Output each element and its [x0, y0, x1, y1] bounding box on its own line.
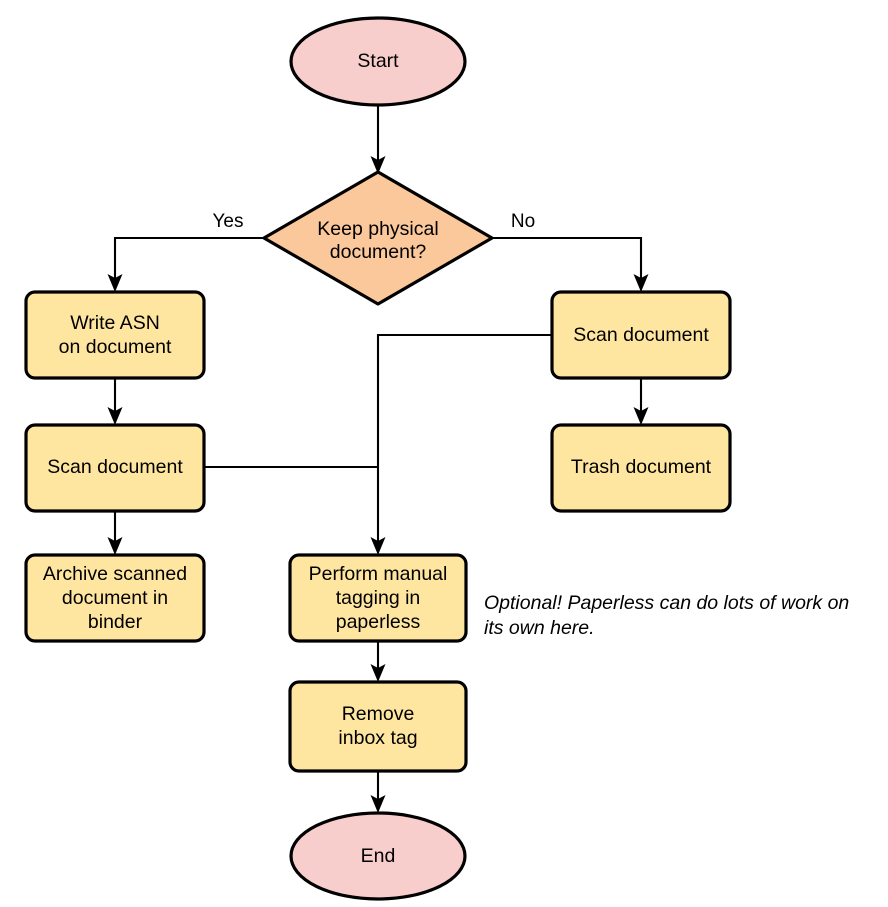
node-manual-tagging-label-line2: tagging in	[336, 587, 421, 609]
edge-manual-tagging-to-remove-inbox	[370, 642, 386, 682]
node-start-label: Start	[357, 50, 399, 72]
node-end-label: End	[361, 845, 396, 867]
edge-scan-right-to-trash	[633, 378, 649, 425]
note-line-2: its own here.	[484, 617, 595, 639]
edge-start-to-decision	[370, 105, 386, 174]
process-shape	[288, 680, 468, 773]
node-decision-label-line1: Keep physical	[317, 218, 438, 240]
note-line-1: Optional! Paperless can do lots of work …	[484, 592, 849, 614]
node-decision-label-line2: document?	[330, 241, 427, 263]
node-write-asn-on-document[interactable]: Write ASN on document	[24, 290, 206, 380]
node-remove-inbox-label-line1: Remove	[342, 703, 415, 725]
edge-label-yes: Yes	[213, 211, 244, 232]
note-optional-paperless: Optional! Paperless can do lots of work …	[484, 592, 849, 639]
arrowhead-icon	[370, 156, 386, 174]
node-end[interactable]: End	[289, 811, 467, 901]
arrowhead-icon	[633, 274, 649, 292]
edge-label-no: No	[511, 211, 535, 232]
process-shape	[24, 553, 206, 643]
decision-shape	[262, 170, 494, 306]
node-perform-manual-tagging[interactable]: Perform manual tagging in paperless	[288, 553, 468, 643]
arrowhead-icon	[107, 537, 123, 555]
arrowhead-icon	[370, 537, 386, 555]
process-shape	[550, 290, 732, 380]
node-scan-document-left-label: Scan document	[47, 456, 183, 478]
edge-line	[376, 333, 552, 543]
arrowhead-icon	[633, 407, 649, 425]
node-write-asn-label-line1: Write ASN	[70, 312, 160, 334]
arrowhead-icon	[370, 795, 386, 813]
node-remove-inbox-tag[interactable]: Remove inbox tag	[288, 680, 468, 773]
edge-scan-right-to-manual-tagging	[370, 333, 552, 555]
node-trash-document-label: Trash document	[571, 456, 712, 478]
arrowhead-icon	[107, 407, 123, 425]
node-archive-label-line2: document in	[62, 587, 168, 609]
edge-write-asn-to-scan-left	[107, 378, 123, 425]
node-trash-document[interactable]: Trash document	[550, 423, 732, 513]
node-manual-tagging-label-line3: paperless	[336, 611, 421, 633]
terminator-shape	[289, 16, 467, 107]
node-scan-document-right[interactable]: Scan document	[550, 290, 732, 380]
edge-decision-yes-to-write-asn	[107, 236, 264, 292]
process-shape	[24, 423, 206, 513]
node-archive-label-line3: binder	[88, 611, 143, 633]
node-scan-document-left[interactable]: Scan document	[24, 423, 206, 513]
node-write-asn-label-line2: on document	[59, 336, 172, 358]
terminator-shape	[289, 811, 467, 901]
node-remove-inbox-label-line2: inbox tag	[338, 727, 417, 749]
edge-line	[492, 236, 643, 280]
node-manual-tagging-label-line1: Perform manual	[309, 563, 448, 585]
edge-decision-no-to-scan-right	[492, 236, 649, 292]
node-archive-scanned-document[interactable]: Archive scanned document in binder	[24, 553, 206, 643]
node-archive-label-line1: Archive scanned	[43, 563, 187, 585]
edge-line	[113, 236, 264, 280]
process-shape	[24, 290, 206, 380]
edge-scan-left-to-archive	[107, 510, 123, 555]
node-start[interactable]: Start	[289, 16, 467, 107]
edge-remove-inbox-to-end	[370, 771, 386, 813]
node-scan-document-right-label: Scan document	[573, 324, 709, 346]
arrowhead-icon	[370, 664, 386, 682]
process-shape	[550, 423, 732, 513]
arrowhead-icon	[107, 274, 123, 292]
process-shape	[288, 553, 468, 643]
node-keep-physical-document-decision[interactable]: Keep physical document?	[262, 170, 494, 306]
